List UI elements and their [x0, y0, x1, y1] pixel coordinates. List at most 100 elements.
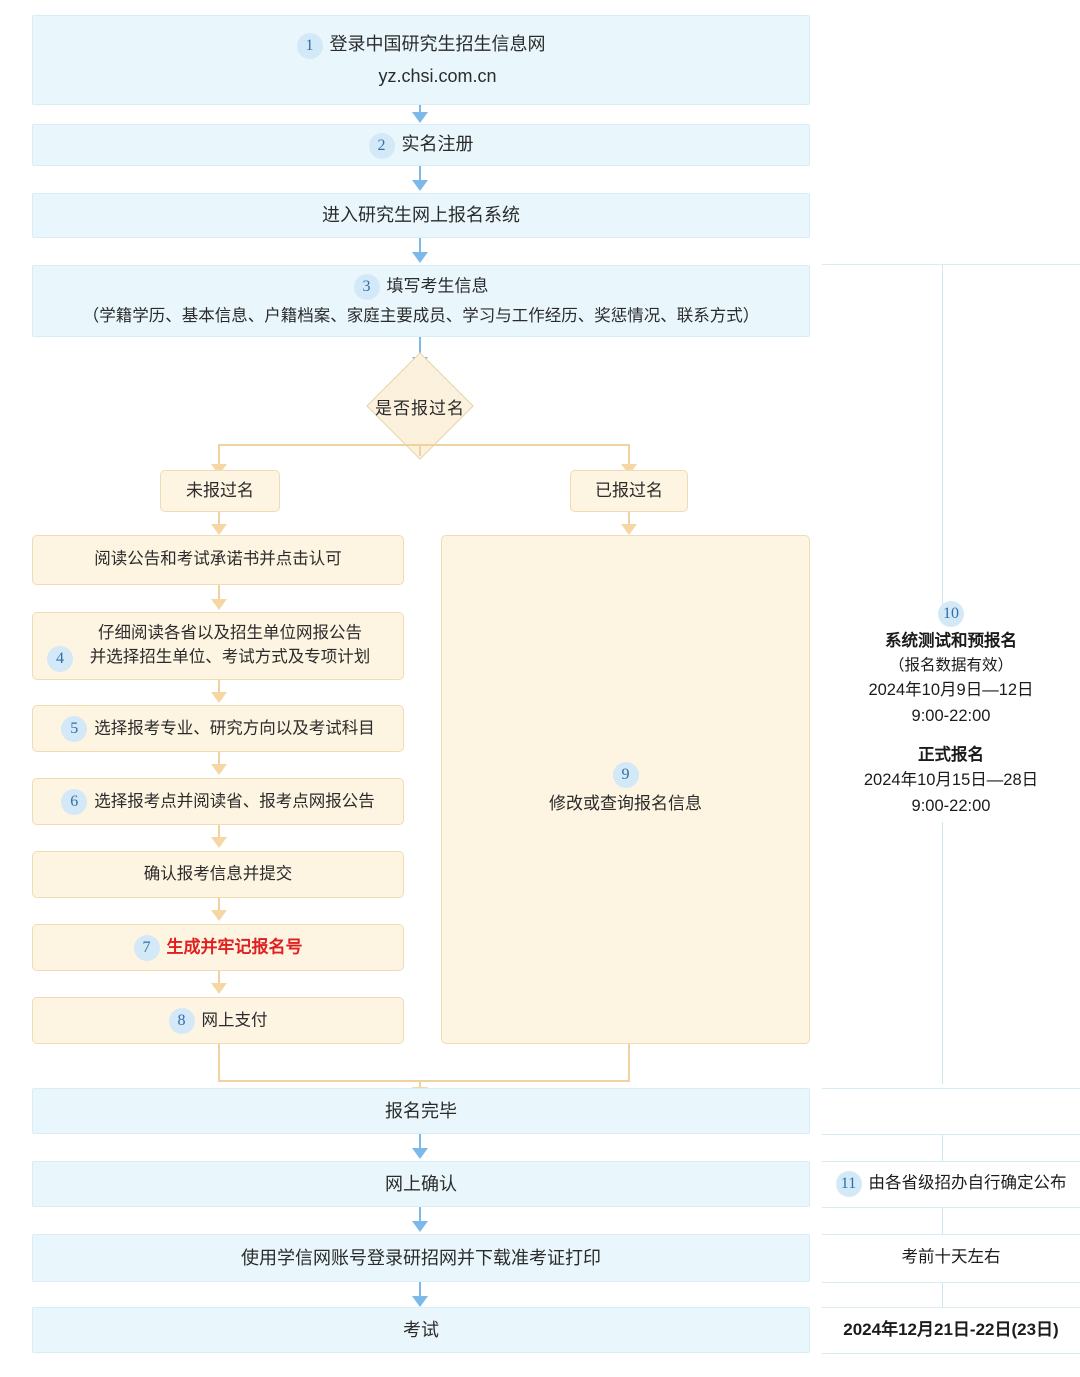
step-select-major-box[interactable]: 5 选择报考专业、研究方向以及考试科目	[32, 705, 404, 752]
step-badge-3: 3	[353, 273, 380, 300]
step-online-confirm-box[interactable]: 网上确认	[32, 1161, 810, 1207]
step-download-admit-card-label: 使用学信网账号登录研招网并下载准考证打印	[241, 1247, 601, 1268]
step-exam-label: 考试	[403, 1319, 439, 1340]
step-badge-4: 4	[47, 646, 73, 672]
arrow-branch-left	[211, 464, 227, 475]
arrow-register-enter	[412, 180, 428, 191]
step-badge-9: 9	[612, 762, 639, 789]
connector-reg-down	[628, 512, 630, 526]
decision-registered-before[interactable]: 是否报过名	[330, 370, 510, 442]
arrow-enter-fill	[412, 252, 428, 263]
step-exam-box[interactable]: 考试	[32, 1307, 810, 1353]
connector-login-register	[419, 105, 421, 114]
timeline-hline-5	[822, 1234, 1080, 1235]
timeline-pretest-time: 9:00-22:00	[911, 706, 991, 725]
timeline-pretest-date: 2024年10月9日—12日	[868, 681, 1034, 700]
timeline-pretest-sub: （报名数据有效）	[888, 657, 1013, 675]
connector-lb-5	[218, 898, 220, 912]
connector-lb-6	[218, 971, 220, 985]
connector-tail-3	[419, 1282, 421, 1298]
step-confirm-submit-label: 确认报考信息并提交	[143, 864, 293, 883]
timeline-vline-upper	[942, 264, 943, 604]
arrow-tail-3	[412, 1296, 428, 1307]
connector-lb-1	[218, 585, 220, 601]
timeline-registration-cell: 10 系统测试和预报名 （报名数据有效） 2024年10月9日—12日 9:00…	[822, 600, 1080, 820]
timeline-confirm-label: 由各省级招办自行确定公布	[868, 1174, 1067, 1193]
step-confirm-submit-box[interactable]: 确认报考信息并提交	[32, 851, 404, 898]
branch-registered-label: 已报过名	[595, 480, 663, 500]
step-modify-query-label: 修改或查询报名信息	[549, 794, 702, 814]
timeline-confirm-cell: 11 由各省级招办自行确定公布	[822, 1161, 1080, 1207]
branch-not-registered-label: 未报过名	[186, 480, 254, 500]
step-online-pay-label: 网上支付	[201, 1010, 268, 1029]
step-read-province-box[interactable]: 4 仔细阅读各省以及招生单位网报公告 并选择招生单位、考试方式及专项计划	[32, 612, 404, 680]
connector-lb-3	[218, 752, 220, 766]
step-fill-info-detail: （学籍学历、基本信息、户籍档案、家庭主要成员、学习与工作经历、奖惩情况、联系方式…	[82, 306, 760, 325]
arrow-lb-6	[211, 983, 227, 994]
step-read-notice-label: 阅读公告和考试承诺书并点击认可	[94, 550, 342, 569]
connector-merge-left	[218, 1044, 220, 1082]
branch-not-registered-box[interactable]: 未报过名	[160, 470, 280, 512]
step-modify-query-box[interactable]: 9 修改或查询报名信息	[441, 535, 810, 1044]
timeline-formal-time: 9:00-22:00	[911, 796, 991, 815]
connector-lb-2	[218, 680, 220, 694]
timeline-vline-tail-1	[942, 1134, 943, 1162]
step-download-admit-card-box[interactable]: 使用学信网账号登录研招网并下载准考证打印	[32, 1234, 810, 1282]
connector-lb-4	[218, 825, 220, 839]
branch-registered-box[interactable]: 已报过名	[570, 470, 688, 512]
step-select-major-label: 选择报考专业、研究方向以及考试科目	[94, 718, 375, 737]
timeline-badge-11: 11	[835, 1171, 862, 1197]
step-registration-complete-label: 报名完毕	[385, 1100, 457, 1121]
step-login-title: 登录中国研究生招生信息网	[329, 34, 546, 55]
timeline-exam-label: 2024年12月21日-22日(23日)	[843, 1319, 1059, 1339]
timeline-badge-10: 10	[938, 600, 964, 627]
connector-tail-1	[419, 1134, 421, 1150]
step-realname-box[interactable]: 2 实名注册	[32, 124, 810, 166]
step-read-province-line1: 仔细阅读各省以及招生单位网报公告	[98, 624, 362, 643]
connector-branch-bar	[218, 444, 630, 446]
step-badge-7: 7	[133, 934, 160, 961]
step-badge-2: 2	[368, 132, 395, 159]
timeline-hline-7	[822, 1307, 1080, 1308]
arrow-lb-4	[211, 837, 227, 848]
timeline-hline-4	[822, 1207, 1080, 1208]
timeline-admit-card-label: 考前十天左右	[901, 1248, 1001, 1267]
timeline-vline-lower	[942, 822, 943, 1084]
step-generate-number-label: 生成并牢记报名号	[166, 936, 303, 956]
connector-branch-right	[628, 444, 630, 466]
timeline-admit-card-cell: 考前十天左右	[822, 1234, 1080, 1282]
arrow-tail-2	[412, 1221, 428, 1232]
timeline-hline-0	[822, 264, 1080, 265]
arrow-notreg-down	[211, 524, 227, 535]
decision-label: 是否报过名	[375, 398, 465, 418]
step-select-site-label: 选择报考点并阅读省、报考点网报公告	[94, 791, 375, 810]
step-generate-number-box[interactable]: 7 生成并牢记报名号	[32, 924, 404, 971]
step-badge-5: 5	[61, 715, 88, 742]
arrow-lb-1	[211, 599, 227, 610]
timeline-hline-3	[822, 1161, 1080, 1162]
connector-notreg-down	[218, 512, 220, 526]
connector-merge-bar	[218, 1080, 630, 1082]
connector-register-enter	[419, 166, 421, 182]
arrow-tail-1	[412, 1148, 428, 1159]
connector-branch-left	[218, 444, 220, 466]
step-read-notice-box[interactable]: 阅读公告和考试承诺书并点击认可	[32, 535, 404, 585]
connector-tail-2	[419, 1207, 421, 1223]
step-enter-system-box[interactable]: 进入研究生网上报名系统	[32, 193, 810, 238]
connector-merge-right	[628, 1044, 630, 1082]
connector-enter-fill	[419, 238, 421, 254]
step-registration-complete-box[interactable]: 报名完毕	[32, 1088, 810, 1134]
connector-fill-decision	[419, 337, 421, 359]
step-badge-1: 1	[296, 32, 323, 59]
step-realname-label: 实名注册	[401, 134, 474, 155]
arrow-login-register	[412, 112, 428, 123]
timeline-vline-tail-3	[942, 1282, 943, 1308]
arrow-reg-down	[621, 524, 637, 535]
timeline-formal-title: 正式报名	[918, 745, 984, 764]
step-online-confirm-label: 网上确认	[385, 1173, 457, 1194]
